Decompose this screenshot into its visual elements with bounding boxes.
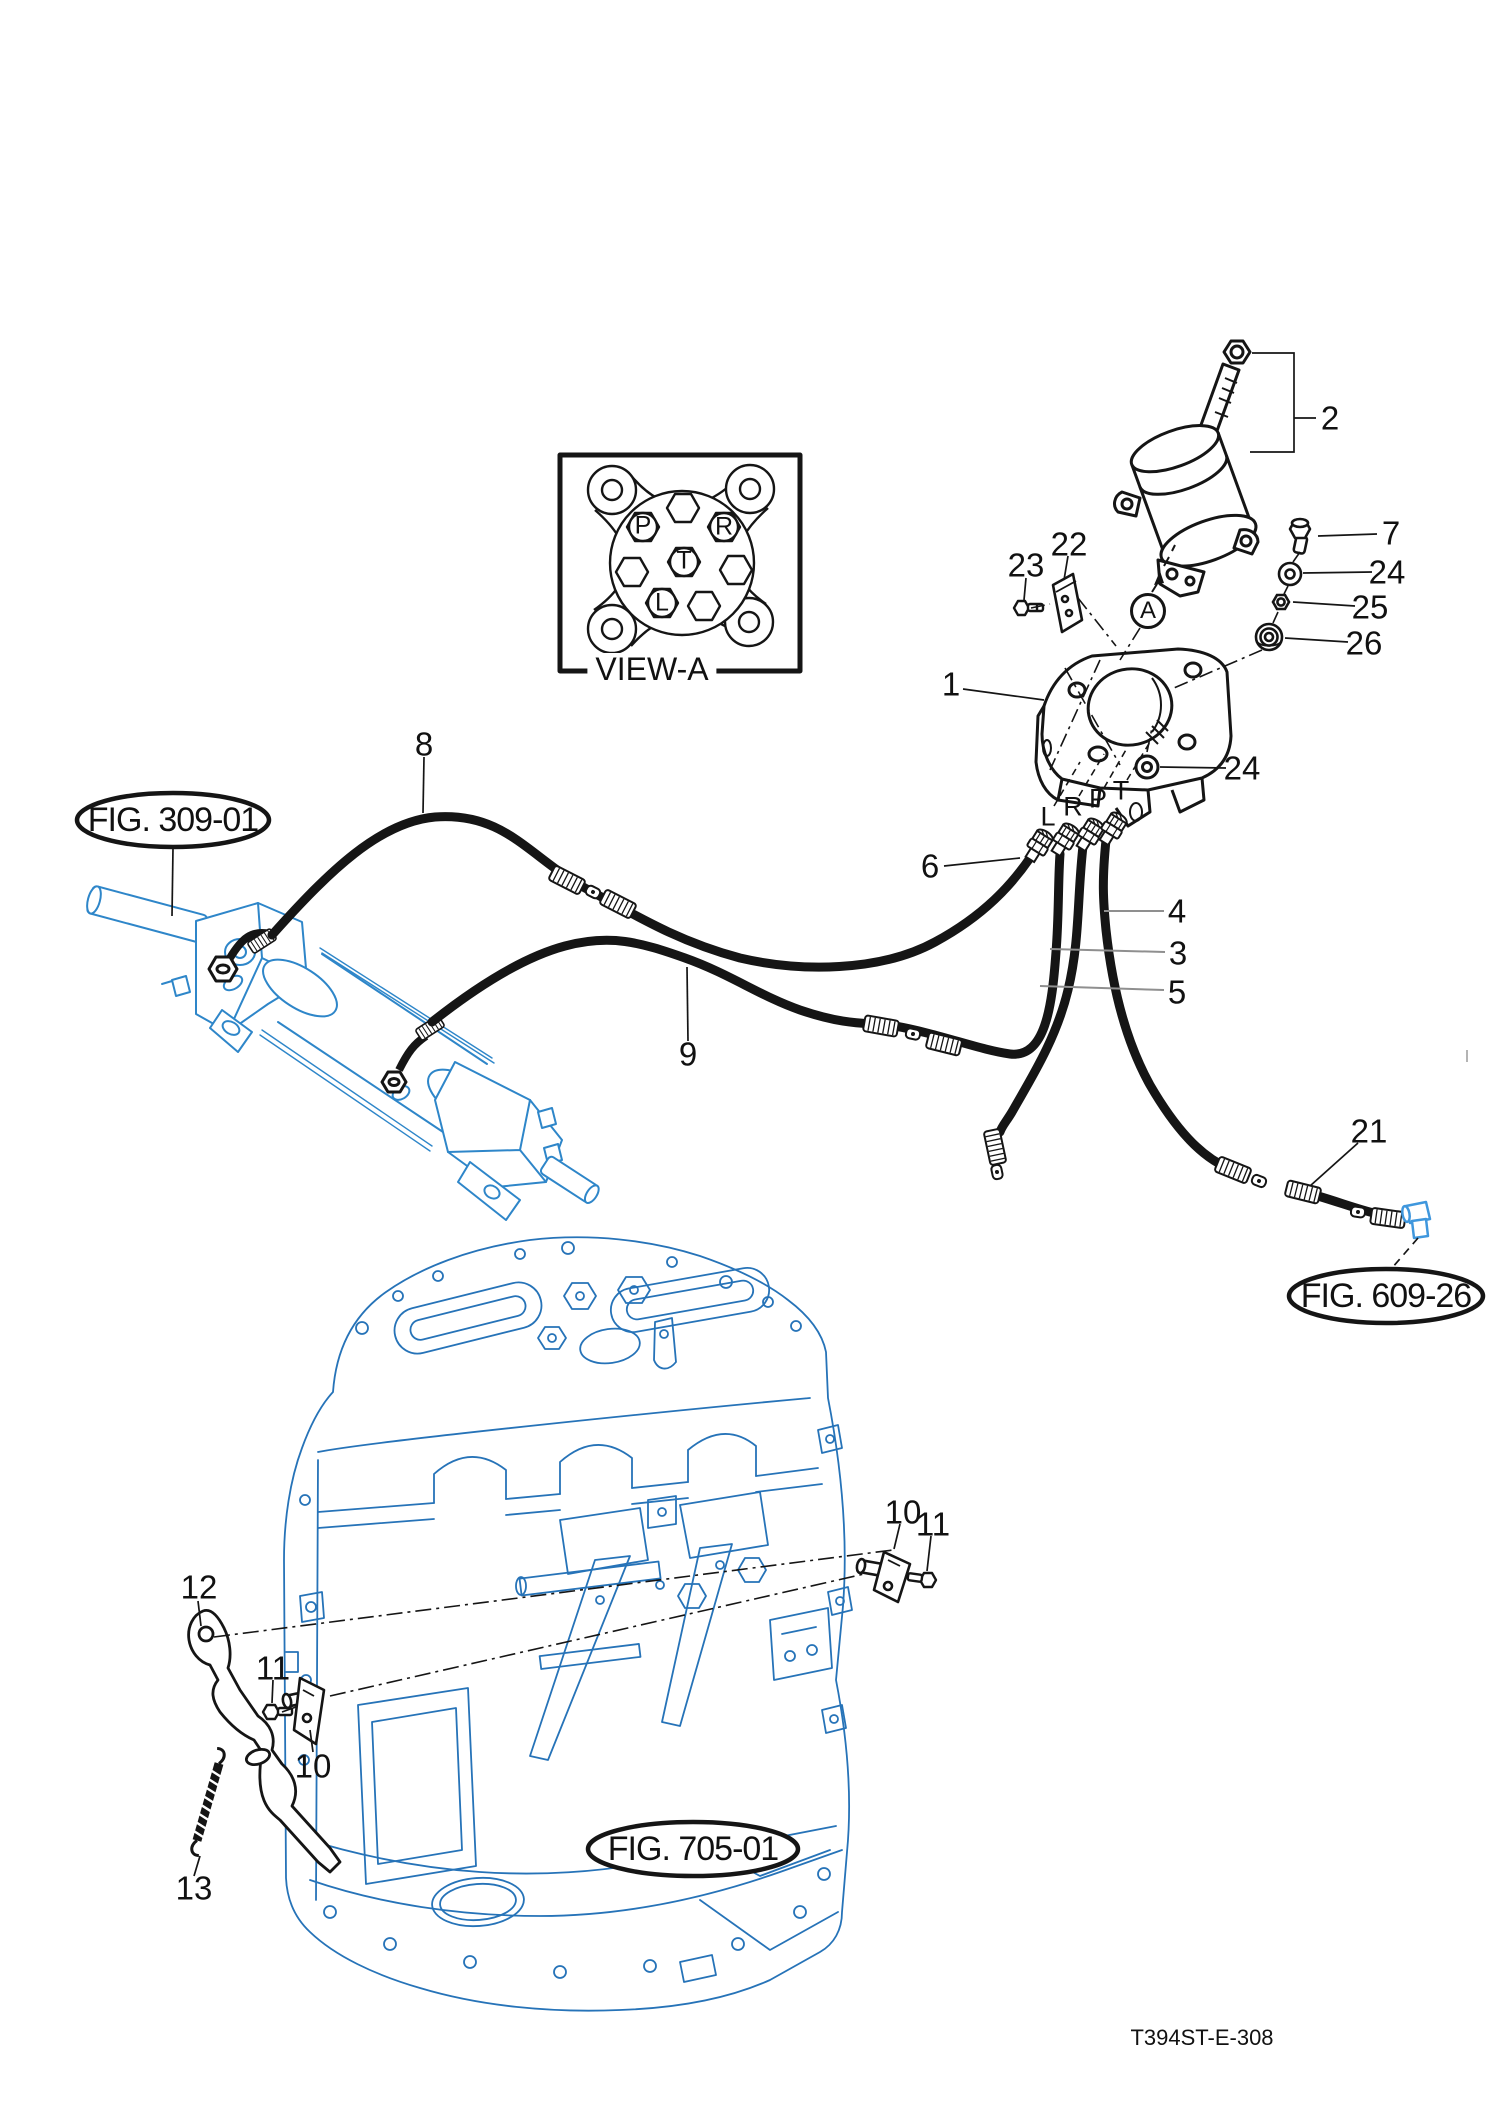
callout-11-left: 11: [255, 1649, 291, 1687]
bolt-7: [1288, 517, 1312, 555]
callout-9: 9: [678, 1035, 698, 1073]
callout-24-lower: 24: [1223, 749, 1261, 787]
plate-10-left: [281, 1676, 326, 1746]
fig-ref-steering-cylinder: FIG. 309-01: [87, 801, 259, 839]
lever-12: [187, 1608, 342, 1874]
view-a-inset: [557, 452, 803, 674]
callout-12: 12: [180, 1568, 218, 1606]
fig-ref-pump-line: FIG. 609-26: [1300, 1277, 1472, 1315]
hose-port-p: P: [1088, 783, 1108, 814]
callout-8: 8: [414, 725, 434, 763]
hose-number-leaders: [1039, 910, 1166, 991]
callout-13: 13: [175, 1869, 213, 1907]
detail-a-marker: [1130, 544, 1176, 629]
view-a-port-l: L: [655, 588, 669, 617]
assembly-dash-lines: [213, 1549, 894, 1713]
callout-6: 6: [920, 847, 940, 885]
callout-2: 2: [1320, 399, 1340, 437]
hose-4: [1098, 835, 1233, 1173]
alignment-dash-lines: [1030, 551, 1301, 771]
bolt-11-left: [261, 1703, 294, 1721]
hose-8: [267, 812, 1035, 972]
callout-3: 3: [1168, 934, 1188, 972]
bolt-23: [1012, 599, 1045, 617]
callout-7: 7: [1381, 514, 1401, 552]
steering-unit-drawing: [1113, 339, 1260, 598]
grommet-26: [1254, 622, 1284, 652]
view-a-title: VIEW-A: [587, 653, 717, 685]
hose-port-l: L: [1040, 801, 1056, 832]
washer-24-upper: [1277, 561, 1303, 587]
leader-lines: [171, 352, 1419, 1877]
fig-ref-chassis: FIG. 705-01: [607, 1830, 779, 1868]
hose-9: [427, 849, 1065, 1059]
figure-ref-bubbles: [74, 790, 1486, 1879]
bracket-10-right: [855, 1550, 912, 1604]
pump-elbow-fitting: [1401, 1200, 1432, 1240]
detail-a-letter: A: [1139, 597, 1157, 624]
nut-25: [1271, 593, 1291, 611]
hose-port-t: T: [1112, 775, 1130, 806]
callout-1: 1: [941, 665, 961, 703]
view-a-port-r: R: [714, 512, 734, 541]
callout-23: 23: [1007, 546, 1045, 584]
callout-24-upper: 24: [1368, 553, 1406, 591]
cylinder-elbow-fittings: [207, 927, 447, 1094]
callout-5: 5: [1167, 973, 1187, 1011]
callout-25: 25: [1351, 588, 1389, 626]
callout-21: 21: [1350, 1112, 1388, 1150]
callout-22: 22: [1050, 525, 1088, 563]
hose-port-r: R: [1063, 791, 1083, 822]
callout-11-right: 11: [915, 1505, 951, 1543]
hydraulic-hoses: [267, 812, 1391, 1221]
spring-13: [190, 1746, 226, 1858]
steering-cylinder-drawing: [86, 885, 600, 1221]
bolt-11-right: [906, 1571, 938, 1589]
view-a-port-p: P: [634, 511, 652, 540]
callout-26: 26: [1345, 624, 1383, 662]
chassis-drawing: [283, 1236, 853, 2012]
plate-22: [1051, 572, 1084, 634]
callout-10-right: 10: [884, 1493, 922, 1531]
washer-24-lower: [1134, 754, 1160, 780]
view-a-port-t: T: [676, 546, 692, 575]
hose-5: [995, 841, 1088, 1137]
callout-4: 4: [1167, 892, 1187, 930]
drawing-code: T394ST-E-308: [1130, 2025, 1274, 2050]
port-letter-leaders: [1053, 741, 1151, 807]
callout-10-left: 10: [294, 1747, 332, 1785]
